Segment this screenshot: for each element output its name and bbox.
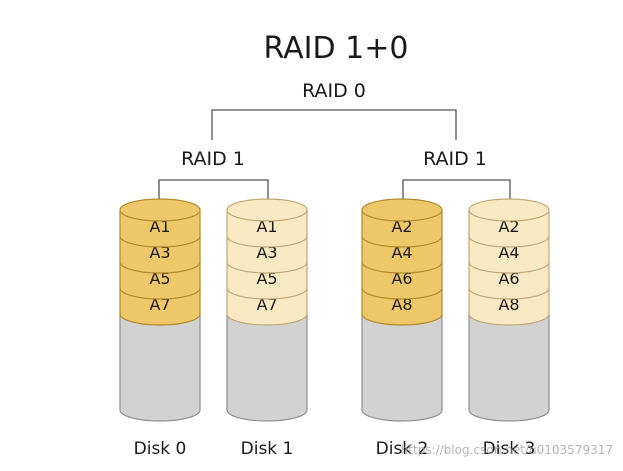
disk-empty-space (119, 313, 201, 422)
block-label: A8 (498, 295, 519, 314)
block-label: A1 (256, 217, 277, 236)
block-label: A2 (498, 217, 519, 236)
raid1-left-label: RAID 1 (181, 148, 245, 170)
disk-empty-space (361, 313, 443, 422)
disk-top-cap (468, 198, 550, 222)
connector-lines (158, 109, 511, 205)
block-label: A1 (149, 217, 170, 236)
raid0-label: RAID 0 (302, 80, 366, 102)
raid1-right-label: RAID 1 (423, 148, 487, 170)
block-label: A2 (391, 217, 412, 236)
block-label: A4 (391, 243, 412, 262)
block-label: A8 (391, 295, 412, 314)
block-label: A7 (256, 295, 277, 314)
block-label: A3 (256, 243, 277, 262)
diagram-title: RAID 1+0 (264, 31, 409, 66)
disk-label: Disk 0 (134, 439, 187, 459)
block-label: A6 (498, 269, 519, 288)
disk-label: Disk 3 (483, 439, 536, 459)
disk-top-cap (226, 198, 308, 222)
block-label: A3 (149, 243, 170, 262)
disk-top-cap (361, 198, 443, 222)
disk-label: Disk 2 (376, 439, 429, 459)
block-label: A6 (391, 269, 412, 288)
disk-empty-space (468, 313, 550, 422)
block-label: A5 (256, 269, 277, 288)
block-label: A5 (149, 269, 170, 288)
watermark: https://blog.csdn.net/u010357931​7 (400, 443, 613, 457)
disk-top-cap (119, 198, 201, 222)
disk-empty-space (226, 313, 308, 422)
block-label: A7 (149, 295, 170, 314)
disk-label: Disk 1 (241, 439, 294, 459)
raid1-left-connector (158, 179, 269, 205)
raid1-right-connector (402, 179, 511, 205)
block-label: A4 (498, 243, 519, 262)
raid0-connector (211, 109, 457, 140)
